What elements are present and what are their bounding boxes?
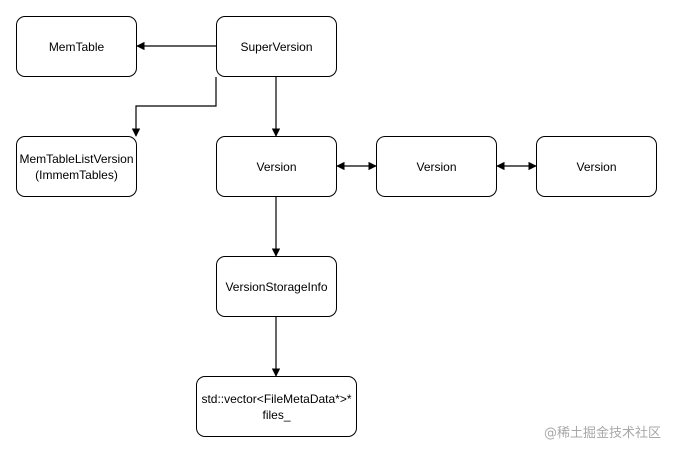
node-versionstorageinfo-label: VersionStorageInfo bbox=[225, 279, 328, 294]
node-superversion-label: SuperVersion bbox=[240, 39, 313, 54]
node-files-vector-label-line-2: files_ bbox=[262, 407, 291, 422]
node-version-2[interactable]: Version bbox=[376, 136, 497, 197]
node-version-2-label: Version bbox=[416, 159, 457, 174]
node-version-1-label: Version bbox=[256, 159, 297, 174]
node-memtablelistversion-label-line-2: (ImmemTables) bbox=[35, 167, 118, 182]
node-version-1[interactable]: Version bbox=[216, 136, 337, 197]
node-files-vector-label-line-1: std::vector<FileMetaData*>* bbox=[201, 391, 352, 406]
node-version-3[interactable]: Version bbox=[536, 136, 657, 197]
node-versionstorageinfo[interactable]: VersionStorageInfo bbox=[216, 256, 337, 317]
node-memtablelistversion[interactable]: MemTableListVersion (ImmemTables) bbox=[16, 136, 137, 197]
node-memtable[interactable]: MemTable bbox=[16, 16, 137, 77]
node-version-3-label: Version bbox=[576, 159, 617, 174]
node-superversion[interactable]: SuperVersion bbox=[216, 16, 337, 77]
node-files-vector[interactable]: std::vector<FileMetaData*>* files_ bbox=[196, 376, 357, 437]
edge-superversion-to-memtablelistversion bbox=[131, 77, 217, 137]
node-memtable-label: MemTable bbox=[48, 39, 105, 54]
node-memtablelistversion-label-line-1: MemTableListVersion bbox=[19, 151, 134, 166]
watermark-text: @稀土掘金技术社区 bbox=[543, 426, 661, 441]
